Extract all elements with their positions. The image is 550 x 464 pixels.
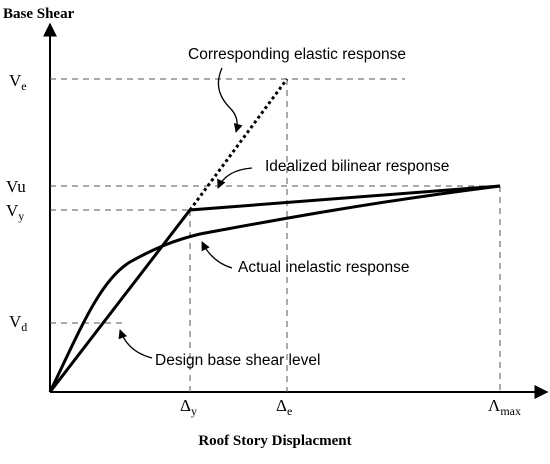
dy-label: Δy xyxy=(180,396,197,418)
vu-label: Vu xyxy=(6,177,26,196)
y-axis-title: Base Shear xyxy=(3,6,75,22)
vd-label: Vd xyxy=(9,312,27,334)
elastic-pointer xyxy=(217,67,243,133)
actual-response-curve xyxy=(48,184,501,393)
x-axis-title: Roof Story Displacment xyxy=(198,433,351,449)
bilinear-response-curve xyxy=(48,184,501,393)
de-label: Δe xyxy=(276,396,292,418)
actual-pointer xyxy=(201,241,233,269)
design-annotation: Design base shear level xyxy=(155,352,320,369)
design-pointer xyxy=(118,329,153,359)
elastic-response-line xyxy=(188,78,289,211)
ve-label: Ve xyxy=(9,71,27,93)
bilinear-annotation: Idealized bilinear response xyxy=(265,158,449,175)
dmax-label: Λmax xyxy=(488,396,521,418)
elastic-annotation: Corresponding elastic response xyxy=(188,46,406,63)
actual-annotation: Actual inelastic response xyxy=(238,259,409,276)
bilinear-pointer xyxy=(217,167,253,189)
vy-label: Vy xyxy=(6,201,24,223)
